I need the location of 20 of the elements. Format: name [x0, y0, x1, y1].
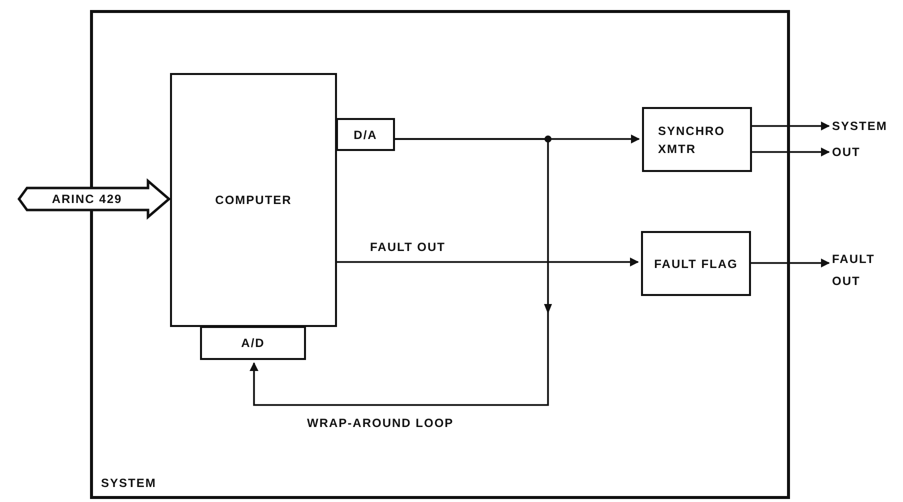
box-label: SYNCHRO XMTR: [658, 122, 726, 158]
box-label: D/A: [354, 126, 378, 144]
connector-arrow: [752, 148, 830, 156]
box-label: ARINC 429: [52, 191, 122, 208]
box-label: FAULT FLAG: [654, 256, 738, 272]
output-label: SYSTEM OUT: [832, 118, 888, 161]
converter-box: [336, 118, 395, 151]
box-label: COMPUTER: [215, 192, 292, 209]
edge-label: FAULT OUT: [368, 240, 448, 254]
connector-arrow: [752, 122, 830, 130]
converter-box: [200, 326, 306, 360]
computer-box: [170, 73, 337, 327]
connector-arrow: [337, 258, 639, 266]
output-label: FAULT OUT: [832, 251, 876, 290]
flag-box: [641, 231, 751, 296]
connector-arrow: [250, 138, 549, 406]
connector-arrow: [751, 258, 830, 268]
box-label: SYSTEM: [101, 475, 156, 492]
transmitter-box: [642, 107, 752, 172]
box-label: A/D: [241, 335, 265, 352]
